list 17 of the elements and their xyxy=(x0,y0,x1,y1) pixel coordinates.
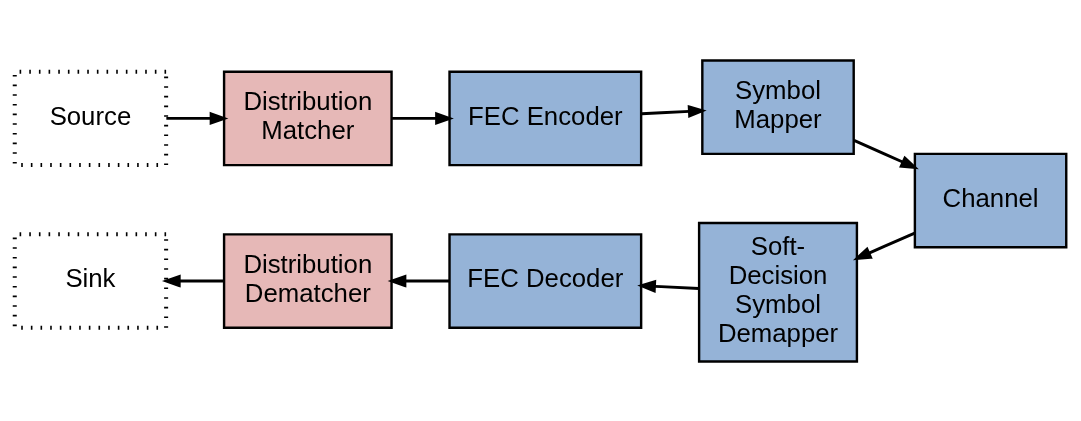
node-box: Sink xyxy=(12,231,169,330)
node-box: Distribution Matcher xyxy=(222,70,393,166)
arrow xyxy=(641,104,707,118)
node-box: Symbol Mapper xyxy=(701,58,855,155)
arrow xyxy=(387,274,450,288)
node-box: FEC Decoder xyxy=(448,232,643,329)
node-box: Soft-Decision Symbol Demapper xyxy=(697,221,859,363)
node-box: FEC Encoder xyxy=(448,70,643,166)
arrow xyxy=(166,111,229,125)
node-box: Source xyxy=(12,69,169,167)
arrow xyxy=(392,111,454,125)
arrow xyxy=(853,138,919,169)
arrow xyxy=(637,279,699,293)
arrow xyxy=(161,274,224,288)
node-box: Channel xyxy=(913,152,1068,248)
arrow xyxy=(852,231,916,260)
node-box: Distribution Dematcher xyxy=(222,232,393,329)
